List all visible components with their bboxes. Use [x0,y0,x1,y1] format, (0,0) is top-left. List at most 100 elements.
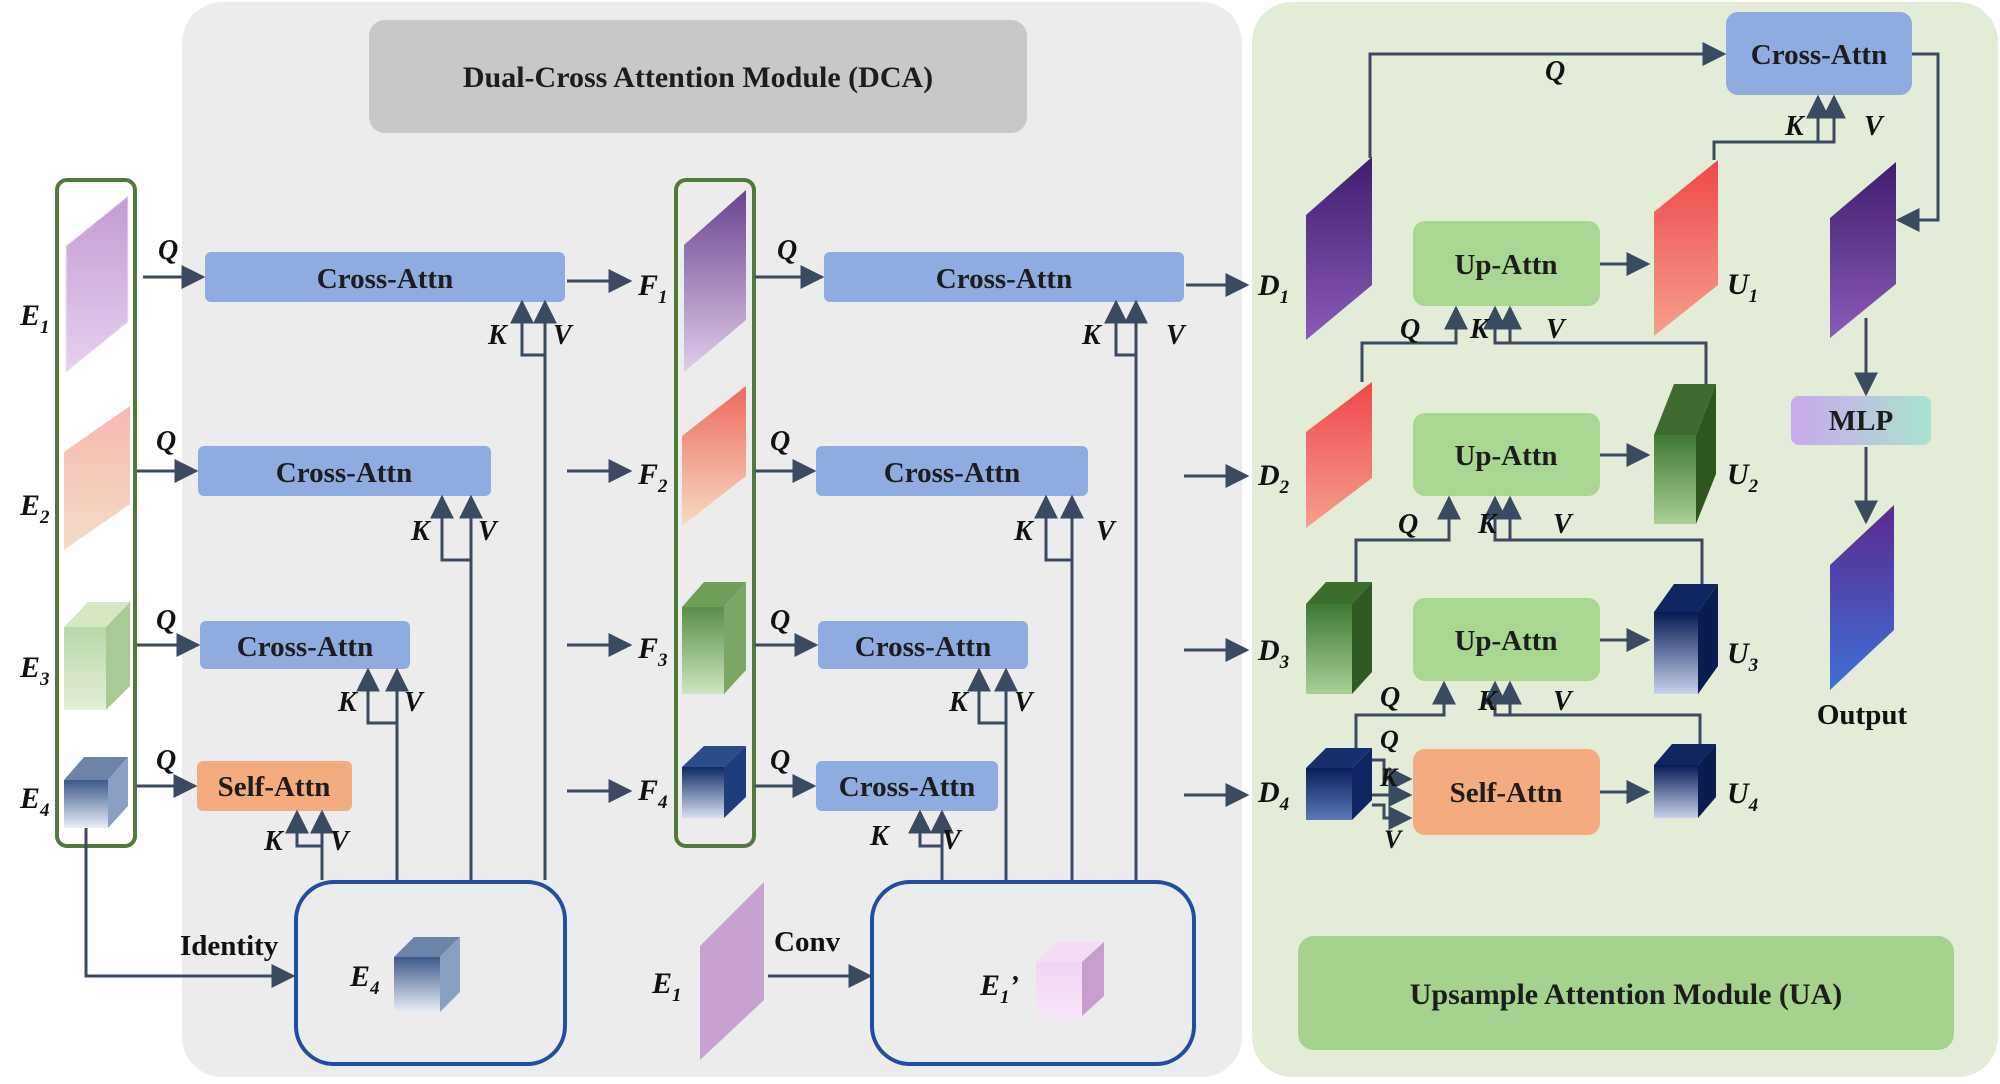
u2-cube-front [1654,435,1696,524]
u4-cube-front [1654,765,1698,818]
v-label-3b: V [1014,687,1035,718]
label-u1: U1 [1727,268,1758,307]
cross-attn-label-2b: Cross-Attn [884,457,1020,489]
q-label-up2: Q [1398,509,1418,540]
qkv-path-d4-selfattn [1372,758,1413,830]
mlp-block [1791,396,1931,445]
feature-group-outline [674,178,756,848]
k-label-4a: K [263,826,285,857]
f3-cube-side [724,582,746,694]
q-label-2b: Q [770,426,790,457]
k-label-3a: K [337,687,359,718]
cross-attn-label-2a: Cross-Attn [276,457,412,489]
kv-path-u1-crossattn [1712,94,1846,160]
label-e3: E3 [19,651,50,690]
cross-attn-block-3b [818,621,1028,669]
cross-attn-label-1b: Cross-Attn [936,263,1072,295]
label-e1-input: E1 [651,967,682,1006]
crossattn-output-arrow [1895,52,1940,232]
kv-path-u4-upattn3 [1483,680,1702,744]
u1-plane [1654,160,1718,336]
k-label-1b: K [1081,320,1103,351]
u2-cube-side [1696,384,1716,524]
e2-plane [64,406,130,550]
v-label-ua-self: V [1384,825,1404,854]
d3-cube-side [1352,582,1372,694]
up-attn-label-1: Up-Attn [1454,249,1557,281]
e3-cube-front [64,627,106,710]
label-d3: D3 [1257,634,1289,673]
e1-prime-cube-side [1082,942,1104,1016]
d4-cube-front [1306,768,1352,820]
label-d2: D2 [1257,459,1290,498]
k-label-up2: K [1477,509,1499,540]
self-attn-label-4a: Self-Attn [218,771,331,803]
f1-plane [684,190,746,372]
k-label-2a: K [410,516,432,547]
label-e1: E1 [19,299,50,338]
self-attn-label-ua: Self-Attn [1450,777,1563,809]
dca-title-box [369,20,1027,133]
f3-cube-top [682,582,746,607]
label-f3: F3 [637,632,668,671]
up-attn-label-2: Up-Attn [1454,440,1557,472]
d4-cube-top [1306,748,1372,768]
kv-path-u3-upattn2 [1483,495,1704,584]
kv-fork-3b [967,667,1018,880]
e4-small-cube-side [440,937,460,1012]
label-u4: U4 [1727,777,1758,816]
q-label-3a: Q [156,605,176,636]
identity-label: Identity [180,930,279,962]
dca-title: Dual-Cross Attention Module (DCA) [463,61,933,94]
label-e4-embed: E4 [349,960,380,999]
cross-attn-block-4b [816,761,998,811]
cross-attn-label-1a: Cross-Attn [317,263,453,295]
label-u3: U3 [1727,637,1758,676]
kv-fork-4a [285,809,334,880]
q-label-up1: Q [1400,314,1420,345]
e4-embedding-box [294,880,567,1066]
v-label-2b: V [1096,516,1117,547]
u3-cube-front [1654,612,1698,694]
kv-fork-3a [356,667,409,880]
cross-attn-label-top-ua: Cross-Attn [1751,39,1887,71]
k-label-1a: K [487,320,509,351]
output-label: Output [1817,699,1908,731]
f4-cube-front [682,767,724,818]
d4-cube-side [1352,748,1372,820]
conv-label: Conv [774,926,841,958]
up-attn-block-1 [1413,221,1600,306]
q-label-1b: Q [777,235,797,266]
f4-cube-top [682,746,746,767]
q-label-2a: Q [156,426,176,457]
k-label-top-ua: K [1784,111,1806,142]
kv-fork-2b [1034,494,1084,880]
label-u2: U2 [1727,458,1759,497]
f2-plane [682,386,746,526]
v-label-4b: V [942,825,963,856]
e3-cube-top [64,602,130,627]
dca-panel [182,2,1242,1077]
f4-cube-side [724,746,746,818]
output-plane [1830,505,1894,690]
label-f4: F4 [637,774,668,813]
q-label-4a: Q [156,745,176,776]
cross-attn-block-2a [198,446,491,496]
up-attn-block-3 [1413,598,1600,681]
k-label-ua-self: K [1379,763,1399,792]
cross-attn-block-top-ua [1726,12,1912,95]
cross-attn-label-3b: Cross-Attn [855,631,991,663]
q-path-d3-upattn2 [1354,495,1461,582]
k-label-up1: K [1469,314,1491,345]
u3-cube-top [1654,584,1718,612]
label-e2: E2 [19,489,50,528]
q-label-4b: Q [770,745,790,776]
v-label-1a: V [553,320,574,351]
q-path-d2-upattn1 [1360,305,1468,382]
self-attn-block-4a [197,761,352,811]
label-d4: D4 [1257,776,1289,815]
e4-cube-side [108,757,128,828]
label-e4: E4 [19,782,50,821]
label-f1: F1 [637,269,668,308]
self-attn-block-ua [1413,749,1600,835]
